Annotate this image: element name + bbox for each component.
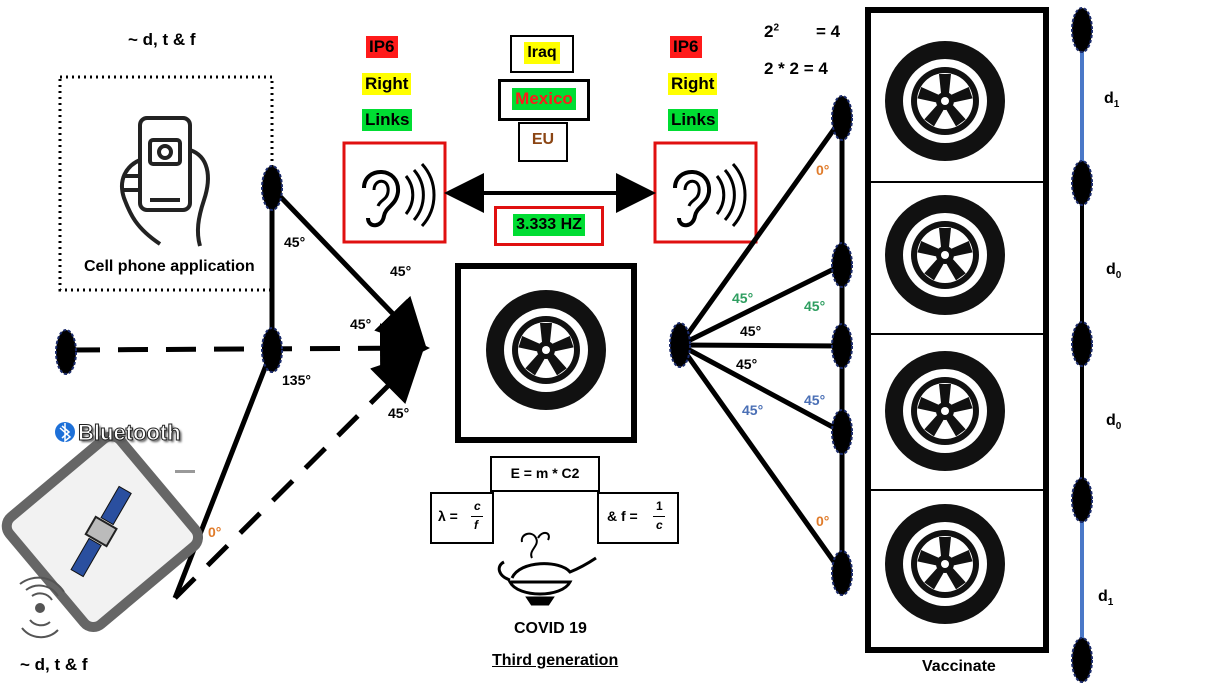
- angle-left-5: 45°: [388, 405, 409, 421]
- angle-right-1: 0°: [816, 162, 829, 178]
- power-result: = 4: [816, 22, 840, 42]
- node-left-far: [56, 330, 76, 374]
- angle-right-3: 45°: [804, 298, 825, 314]
- region-eu: EU: [532, 131, 554, 149]
- angle-left-4: 135°: [282, 372, 311, 388]
- equation-text: E = m * C2: [511, 465, 580, 481]
- f-denominator: c: [656, 518, 663, 532]
- wheel-icon-2: [885, 195, 1005, 315]
- chain-node-4: [1072, 478, 1092, 522]
- frequency-value: 3.333 HZ: [513, 214, 585, 236]
- equation-box: E = m * C2: [490, 456, 600, 492]
- angle-right-5: 45°: [736, 356, 757, 372]
- region-iraq-box: Iraq: [510, 35, 574, 73]
- chain-node-3: [1072, 322, 1092, 366]
- vaccinate-label: Vaccinate: [922, 658, 996, 676]
- left-tag-links: Links: [362, 109, 412, 131]
- angle-right-8: 0°: [816, 513, 829, 529]
- satellite-icon: [2, 431, 203, 631]
- cell-phone-label: Cell phone application: [84, 258, 255, 276]
- region-mexico-box: Mexico: [498, 79, 590, 121]
- distance-label-2: d0: [1106, 261, 1121, 281]
- f-numerator: 1: [656, 499, 663, 513]
- right-ear-box: [655, 143, 756, 242]
- node-fan-origin: [670, 323, 690, 367]
- chain-node-2: [1072, 161, 1092, 205]
- wheel-icon-3: [885, 351, 1005, 471]
- left-tag-right: Right: [362, 73, 411, 95]
- node-fan-5: [832, 551, 852, 595]
- third-generation-label: Third generation: [492, 652, 618, 670]
- distance-label-4: d1: [1098, 588, 1113, 608]
- angle-left-1: 45°: [284, 234, 305, 250]
- node-fan-4: [832, 410, 852, 454]
- bluetooth-label: Bluetooth: [78, 420, 181, 446]
- angle-right-7: 45°: [742, 402, 763, 418]
- left-tag-ip6: IP6: [366, 36, 398, 58]
- region-iraq: Iraq: [524, 42, 559, 64]
- chain-node-1: [1072, 8, 1092, 52]
- right-tag-links: Links: [668, 109, 718, 131]
- frequency-formula-box: & f = 1 c: [597, 492, 679, 544]
- region-eu-box: EU: [518, 122, 568, 162]
- right-tag-right: Right: [668, 73, 717, 95]
- node-fan-2: [832, 243, 852, 287]
- top-left-label: ~ d, t & f: [128, 30, 196, 50]
- right-tag-ip6: IP6: [670, 36, 702, 58]
- left-ear-box: [344, 143, 445, 242]
- angle-right-6: 45°: [804, 392, 825, 408]
- angle-right-2: 45°: [732, 290, 753, 306]
- node-left-mid: [262, 328, 282, 372]
- wheel-icon-1: [885, 41, 1005, 161]
- phone-hand-icon: [122, 118, 208, 246]
- lamp-icon: [499, 533, 596, 604]
- angle-left-6: 0°: [208, 524, 221, 540]
- frequency-box: 3.333 HZ: [494, 206, 604, 246]
- f-prefix: & f =: [607, 508, 638, 524]
- region-mexico: Mexico: [512, 88, 576, 110]
- distance-label-1: d1: [1104, 90, 1119, 110]
- wheel-icon-4: [885, 504, 1005, 624]
- angle-left-3: 45°: [350, 316, 371, 332]
- angle-right-4: 45°: [740, 323, 761, 339]
- lambda-numerator: c: [474, 499, 481, 513]
- angle-left-2: 45°: [390, 263, 411, 279]
- node-fan-1: [832, 96, 852, 140]
- covid-label: COVID 19: [514, 620, 587, 638]
- lambda-denominator: f: [474, 518, 478, 532]
- center-wheel-icon: [486, 290, 606, 410]
- node-fan-3: [832, 324, 852, 368]
- node-left-top: [262, 166, 282, 210]
- distance-label-3: d0: [1106, 412, 1121, 432]
- power-exponent: 2: [773, 22, 779, 33]
- lambda-prefix: λ =: [438, 508, 458, 524]
- power-expression: 22: [764, 22, 779, 42]
- chain-node-5: [1072, 638, 1092, 682]
- lambda-box: λ = c f: [430, 492, 494, 544]
- product-expression: 2 * 2 = 4: [764, 59, 828, 79]
- bottom-left-label: ~ d, t & f: [20, 655, 88, 675]
